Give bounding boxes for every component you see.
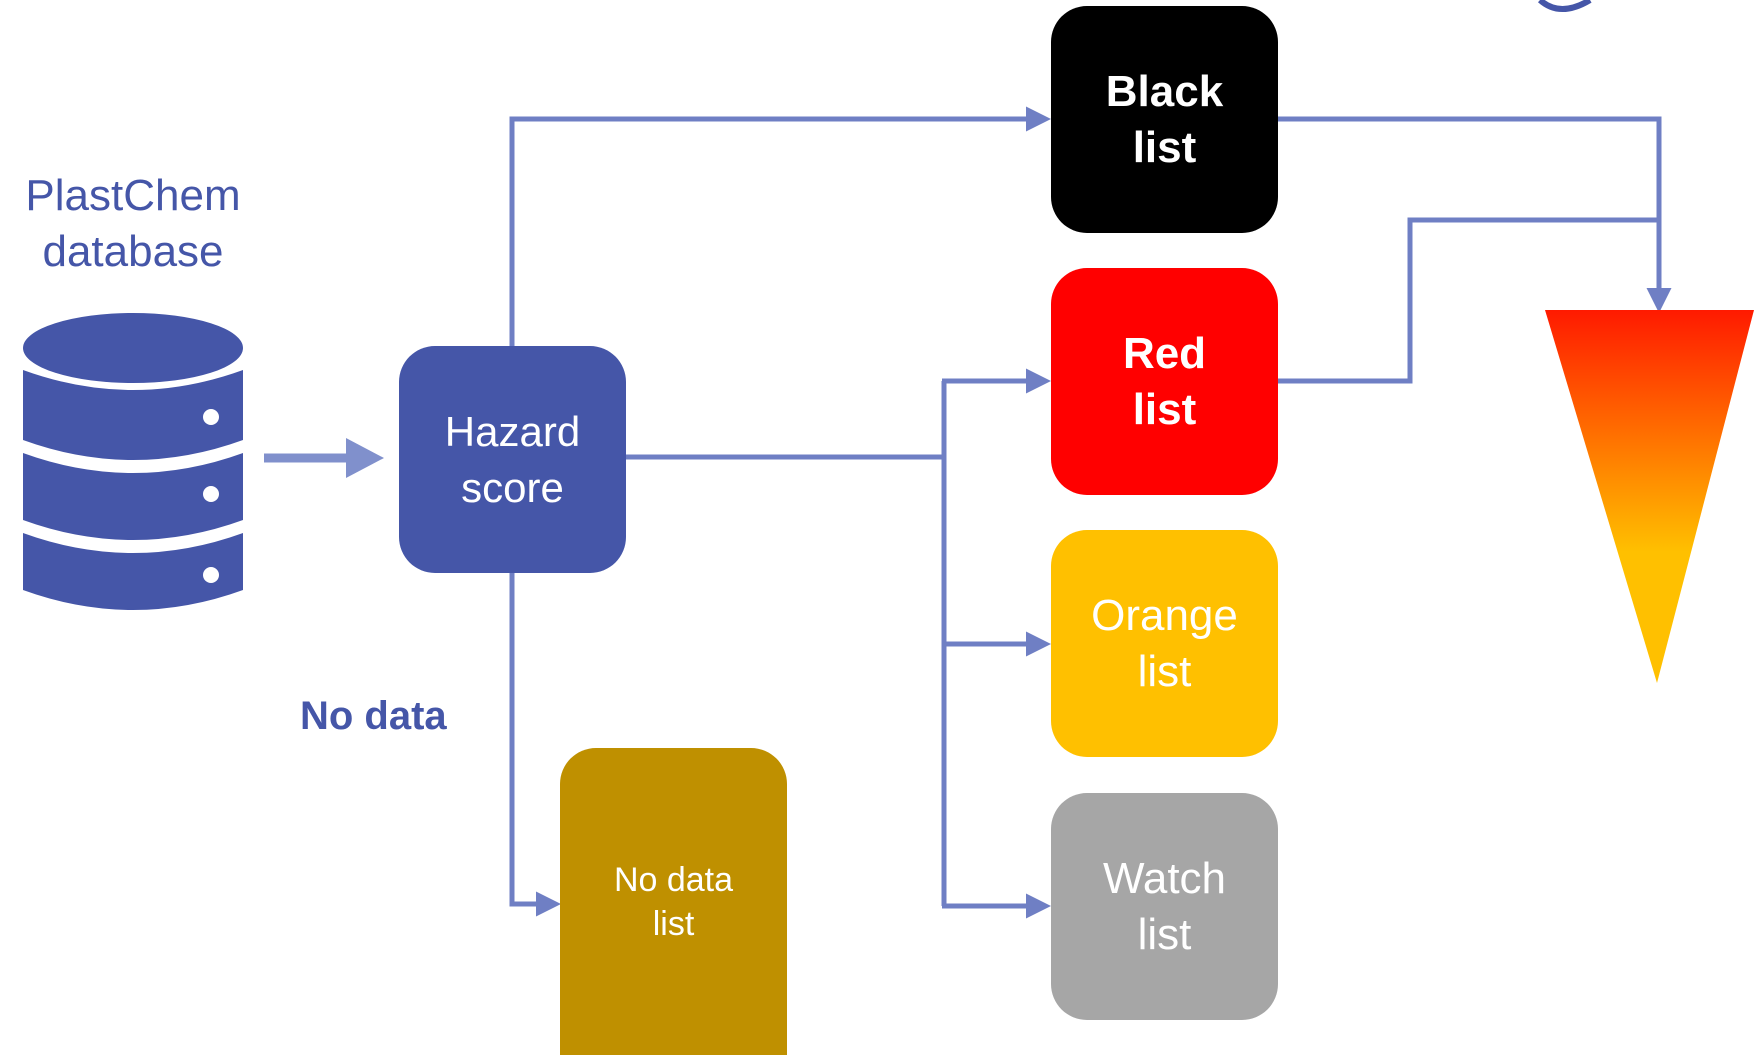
red-list-box: Red list — [1051, 268, 1278, 495]
database-icon — [23, 313, 243, 610]
no-data-branch-label: No data — [300, 694, 447, 738]
connector-black-to-priority — [1278, 116, 1672, 313]
watch-list-box: Watch list — [1051, 793, 1278, 1020]
black-list-box: Black list — [1051, 6, 1278, 233]
watch-list-label: Watch list — [1102, 853, 1227, 959]
no-data-list-label: No data list — [613, 860, 734, 943]
no-data-list-box: No data list — [560, 748, 787, 1055]
database-title: PlastChem database — [25, 171, 241, 276]
database-to-hazard-arrow — [264, 438, 384, 478]
red-list-label: Red list — [1122, 328, 1207, 434]
black-list-label: Black list — [1105, 66, 1224, 172]
priority-gradient-triangle-icon — [1545, 310, 1754, 683]
orange-list-label: Orange list — [1091, 590, 1238, 696]
partial-corner-icon — [1537, 0, 1592, 12]
hazard-score-box: Hazard score — [399, 346, 626, 573]
connector-to-no-data-list — [509, 573, 561, 917]
connector-to-black-list — [509, 106, 1051, 346]
hazard-score-label: Hazard score — [444, 407, 581, 511]
connector-red-to-priority — [1278, 217, 1659, 384]
orange-list-box: Orange list — [1051, 530, 1278, 757]
